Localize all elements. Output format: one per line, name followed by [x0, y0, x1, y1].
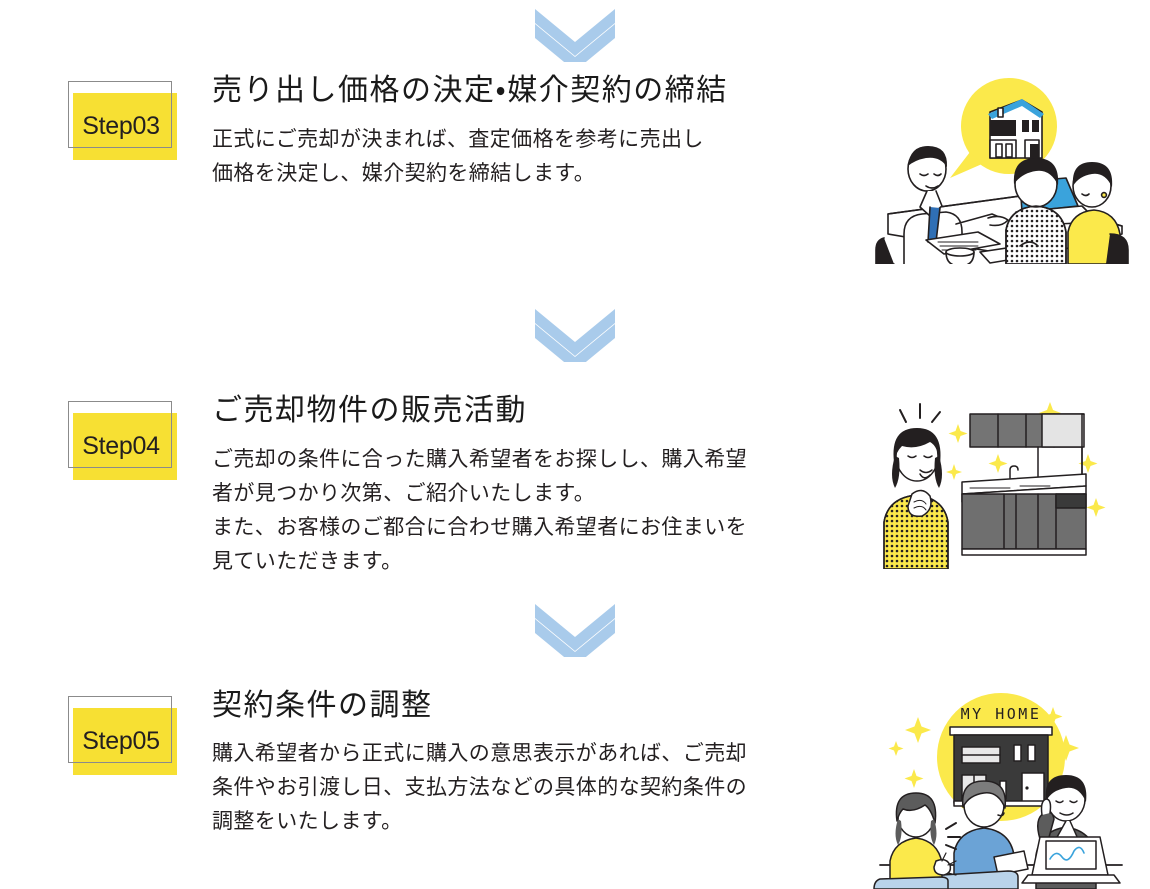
step-body-line: 調整をいたします。: [212, 810, 403, 834]
step-badge-step-05: Step05: [68, 695, 177, 775]
arrow-divider-2: [0, 306, 1150, 362]
step-title: ご売却物件の販売活動: [212, 394, 527, 427]
step-body: 正式にご売却が決まれば、査定価格を参考に売出し 価格を決定し、媒介契約を締結しま…: [212, 123, 852, 191]
step-title: 売り出し価格の決定・媒介契約の締結: [212, 74, 728, 107]
step-badge-step-03: Step03: [68, 81, 177, 160]
double-chevron-down-icon: [535, 309, 615, 362]
step-row-step-04: Step04 ご売却物件の販売活動 ご売却の条件に合った購入希望者をお探しし、購…: [0, 394, 1150, 579]
step-body-line: 購入希望者から正式に購入の意思表示があれば、ご売却: [212, 742, 747, 766]
step-text-block-step-04: ご売却物件の販売活動 ご売却の条件に合った購入希望者をお探しし、購入希望 者が見…: [172, 394, 862, 579]
step-badge-label: Step03: [82, 112, 160, 140]
step-text-block-step-03: 売り出し価格の決定・媒介契約の締結 正式にご売却が決まれば、査定価格を参考に売出…: [172, 74, 862, 191]
contract-negotiation-illustration: MY HOME: [870, 689, 1135, 889]
step-body-line: 条件やお引渡し日、支払方法などの具体的な契約条件の: [212, 776, 747, 800]
step-body-line: また、お客様のご都合に合わせ購入希望者にお住まいを: [212, 515, 747, 539]
step-badge-label: Step05: [82, 726, 160, 755]
badge-outline-box: [68, 695, 172, 763]
step-body-line: 者が見つかり次第、ご紹介いたします。: [212, 481, 596, 505]
badge-outline-box: [68, 81, 172, 148]
double-chevron-down-icon: [535, 9, 615, 62]
step-row-step-05: Step05 契約条件の調整 購入希望者から正式に購入の意思表示があれば、ご売却…: [0, 689, 1150, 889]
my-home-sign-text: MY HOME: [961, 705, 1042, 723]
step-text-block-step-05: 契約条件の調整 購入希望者から正式に購入の意思表示があれば、ご売却 条件やお引渡…: [172, 689, 862, 840]
badge-highlight-block: [73, 707, 177, 775]
sparkle-group: [946, 402, 1106, 517]
contract-negotiation-graphic: MY HOME: [873, 692, 1123, 889]
consultation-meeting-illustration: [870, 74, 1135, 264]
double-chevron-down-icon: [535, 603, 615, 657]
consultation-meeting-graphic: [875, 78, 1129, 264]
step-body: 購入希望者から正式に購入の意思表示があれば、ご売却 条件やお引渡し日、支払方法な…: [212, 737, 852, 839]
step-body-line: 正式にご売却が決まれば、査定価格を参考に売出し: [212, 127, 704, 151]
step-body-line: 見ていただきます。: [212, 549, 403, 573]
badge-highlight-block: [73, 93, 177, 160]
arrow-divider-3: [0, 601, 1150, 657]
step-badge-step-04: Step04: [68, 401, 177, 480]
step-title: 契約条件の調整: [212, 688, 433, 722]
step-body: ご売却の条件に合った購入希望者をお探しし、購入希望 者が見つかり次第、ご紹介いた…: [212, 443, 852, 579]
arrow-divider-1: [0, 6, 1150, 62]
woman-viewing-kitchen-illustration: [870, 394, 1135, 569]
badge-outline-box: [68, 401, 172, 468]
step-row-step-03: Step03 売り出し価格の決定・媒介契約の締結 正式にご売却が決まれば、査定価…: [0, 74, 1150, 264]
step-body-line: ご売却の条件に合った購入希望者をお探しし、購入希望: [212, 447, 747, 471]
badge-highlight-block: [73, 413, 177, 480]
step-body-line: 価格を決定し、媒介契約を締結します。: [212, 161, 596, 185]
step-badge-label: Step04: [82, 432, 160, 460]
woman-viewing-kitchen-graphic: [883, 402, 1106, 569]
